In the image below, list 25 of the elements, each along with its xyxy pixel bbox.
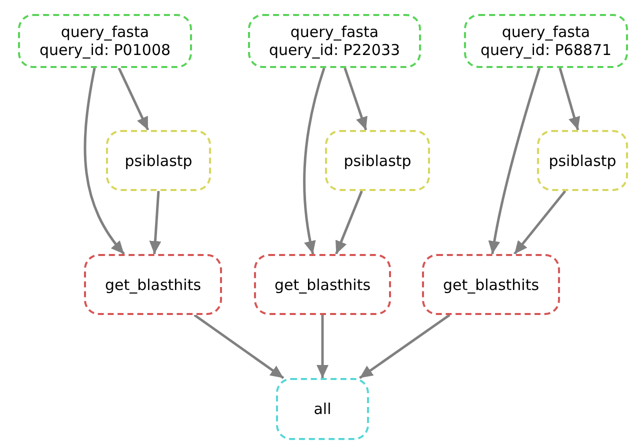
rule-label: get_blasthits (104, 276, 202, 294)
arrow (558, 68, 580, 130)
arrow (358, 314, 450, 380)
arrow (194, 314, 284, 380)
arrow (335, 190, 363, 254)
rule-label: get_blasthits (273, 276, 372, 294)
rule-label: psiblastp (124, 152, 194, 170)
rule-node (464, 14, 628, 68)
rule-label: all (312, 400, 332, 418)
arrow (303, 68, 326, 254)
rule-node (248, 14, 421, 68)
arrow (118, 67, 150, 131)
arrow (513, 190, 566, 255)
rule-node (18, 14, 192, 68)
arrow (84, 68, 125, 255)
arrow (488, 68, 541, 254)
rule-label: get_blasthits (442, 276, 540, 294)
arrow (344, 68, 368, 130)
rule-label: psiblastp (548, 152, 618, 170)
arrow (316, 315, 328, 378)
arrow (149, 190, 162, 254)
rule-label: query_fasta query_id: P68871 (479, 23, 613, 59)
rule-label: query_fasta query_id: P01008 (38, 23, 172, 59)
rule-label: query_fasta query_id: P22033 (268, 23, 402, 59)
rule-label: psiblastp (342, 152, 412, 170)
